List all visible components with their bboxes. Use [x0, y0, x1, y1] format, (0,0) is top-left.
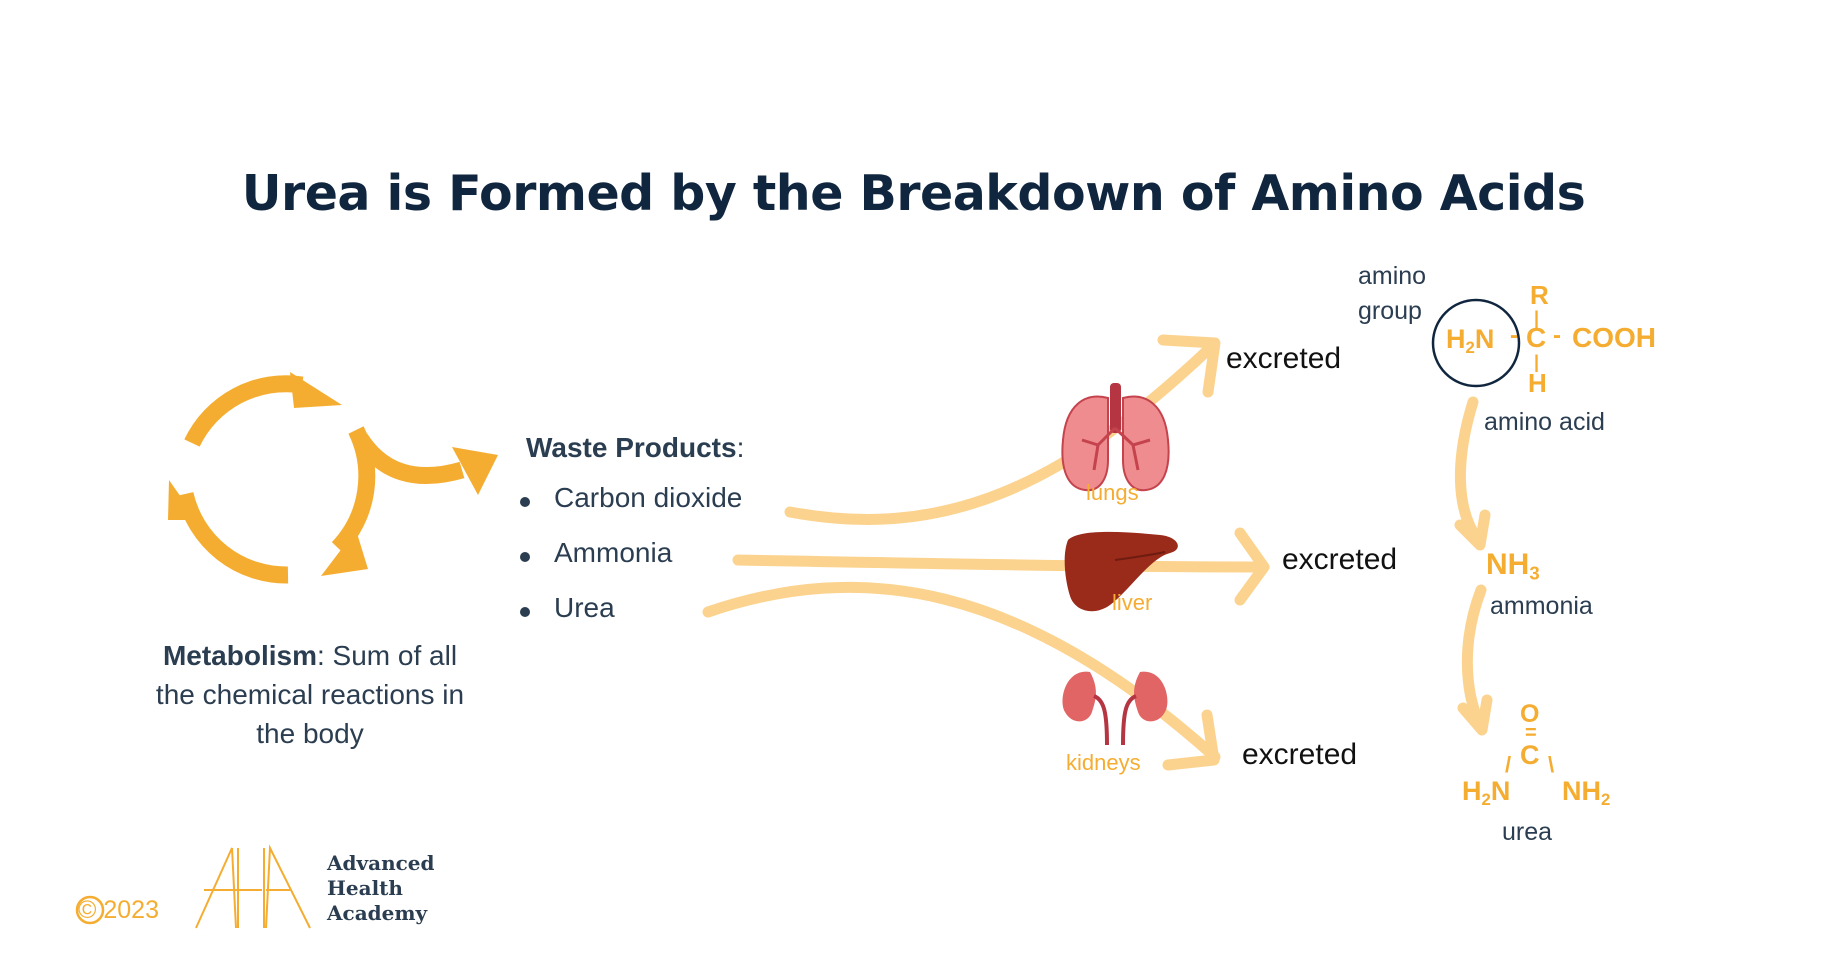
- liver-label: liver: [1112, 590, 1153, 615]
- aha-logo-icon: [195, 844, 311, 929]
- page-title: Urea is Formed by the Breakdown of Amino…: [241, 165, 1586, 222]
- bond-vertical-top: |: [1534, 308, 1540, 328]
- cycle-arc-top: [184, 375, 304, 447]
- recycle-cycle-icon: [176, 375, 465, 584]
- arrowhead-left: [168, 480, 197, 520]
- amino-acid-label: amino acid: [1484, 408, 1605, 436]
- urea-right-group: NH2: [1562, 776, 1611, 809]
- urea-o: O: [1520, 700, 1540, 728]
- amino-acid-h: H: [1528, 368, 1547, 398]
- arrowhead-lungs: [1157, 334, 1221, 398]
- waste-products-list: Carbon dioxide Ammonia Urea: [520, 482, 742, 647]
- arrowhead-top: [290, 372, 342, 408]
- copyright-text: © 2023: [78, 896, 159, 924]
- amino-acid-h2n: H2N: [1446, 324, 1495, 357]
- arrow-amino-to-ammonia: [1454, 396, 1484, 546]
- urea-double-bond: =: [1525, 722, 1537, 744]
- amino-group-circle: [1431, 298, 1521, 388]
- ammonia-label: ammonia: [1490, 592, 1593, 620]
- list-item: Carbon dioxide: [520, 482, 742, 537]
- amino-acid-cooh: COOH: [1572, 322, 1656, 353]
- arrowhead-urea: [1457, 694, 1493, 736]
- bond-right: -: [1553, 322, 1561, 349]
- list-item: Ammonia: [520, 537, 742, 592]
- urea-left-group: H2N: [1462, 776, 1511, 809]
- urea-c: C: [1520, 740, 1540, 770]
- urea-bond-left: /: [1505, 752, 1512, 777]
- logo-text: Advanced Health Academy: [327, 851, 435, 925]
- list-item: Urea: [520, 592, 742, 647]
- arrowhead-branch: [452, 447, 498, 495]
- amino-acid-c: C: [1526, 322, 1547, 353]
- bond-vertical-bottom: |: [1534, 352, 1540, 372]
- arrowhead-right: [321, 530, 368, 576]
- cycle-branch-arc: [352, 433, 465, 484]
- lungs-label: lungs: [1086, 480, 1139, 505]
- arrow-ammonia-to-urea: [1461, 584, 1487, 731]
- cycle-arrowheads: [168, 372, 498, 576]
- excreted-label-middle: excreted: [1282, 543, 1398, 576]
- lungs-icon: [1061, 383, 1170, 492]
- metabolism-caption: Metabolism: Sum of all the chemical reac…: [155, 640, 465, 749]
- ammonia-formula: NH3: [1486, 548, 1540, 584]
- urea-bond-right: \: [1548, 752, 1555, 777]
- amino-group-label: amino group: [1358, 262, 1427, 325]
- bond-left: -: [1510, 322, 1518, 349]
- waste-products-heading: Waste Products:: [526, 432, 745, 463]
- arrowhead-kidneys: [1162, 709, 1220, 771]
- excreted-label-bottom: excreted: [1242, 738, 1358, 771]
- copyright-circle: [75, 895, 105, 925]
- cycle-arc-left: [176, 491, 289, 584]
- amino-acid-r: R: [1530, 280, 1549, 310]
- excreted-label-top: excreted: [1226, 342, 1342, 375]
- arrow-to-liver: [732, 554, 1268, 573]
- urea-label: urea: [1502, 818, 1553, 846]
- arrowhead-liver: [1234, 527, 1270, 606]
- arrowhead-ammonia: [1454, 509, 1491, 551]
- kidneys-icon: [1062, 671, 1168, 746]
- kidneys-label: kidneys: [1066, 750, 1141, 775]
- liver-icon: [1064, 531, 1178, 612]
